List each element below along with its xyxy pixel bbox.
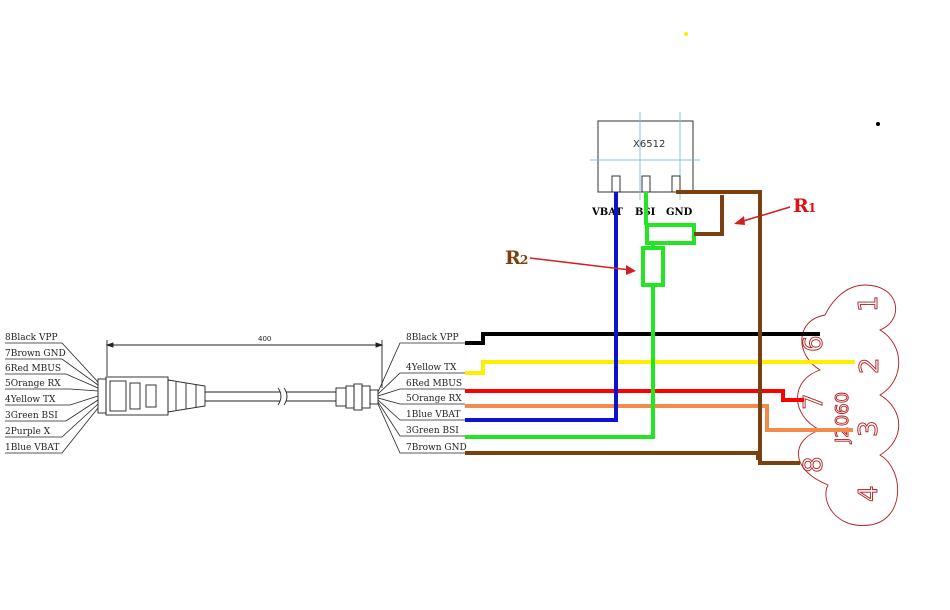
resistor-r1-subscript: 1 — [808, 201, 816, 215]
resistor-r2 — [641, 246, 665, 287]
wire-black-vpp — [465, 332, 820, 345]
connector-j2060: 1 6 2 7 3 8 4 J2060 — [797, 284, 900, 526]
right-label-5-orange-rx: 5Orange RX — [406, 394, 462, 404]
connector-part-label: J2060 — [832, 392, 853, 444]
wire-green-bsi — [465, 285, 655, 439]
chip-pin-vbat-label: VBAT — [591, 207, 623, 218]
resistor-r1-letter: R — [793, 195, 809, 217]
left-label-5-orange-rx: 5Orange RX — [5, 379, 61, 389]
left-label-3-green-bsi: 3Green BSI — [5, 411, 58, 421]
left-label-7-brown-gnd: 7Brown GND — [5, 349, 66, 359]
left-label-6-red-mbus: 6Red MBUS — [5, 364, 61, 374]
resistor-r1 — [645, 223, 696, 245]
right-label-1-blue-vbat: 1Blue VBAT — [406, 410, 460, 420]
right-label-6-red-mbus: 6Red MBUS — [406, 379, 462, 389]
left-label-1-blue-vbat: 1Blue VBAT — [5, 443, 59, 453]
connector-pin-1: 1 — [854, 295, 884, 312]
wire-yellow-tx — [465, 360, 855, 375]
right-label-7-brown-gnd: 7Brown GND — [406, 443, 467, 453]
right-label-8-black-vpp: 8Black VPP — [406, 333, 459, 343]
cable-length-dimension: 400 — [258, 335, 271, 343]
right-label-3-green-bsi: 3Green BSI — [406, 426, 459, 436]
wire-brown-r1 — [694, 195, 724, 236]
connector-pin-3: 3 — [854, 420, 884, 437]
chip-pin-gnd-label: GND — [666, 207, 693, 218]
stray-dot-yellow — [684, 32, 688, 36]
right-cable-label-group: 8Black VPP 4Yellow TX 6Red MBUS 5Orange … — [377, 333, 467, 454]
left-cable-label-group: 8Black VPP 7Brown GND 6Red MBUS 5Orange … — [5, 333, 99, 454]
wires — [465, 190, 855, 465]
chip-name: X6512 — [633, 139, 665, 150]
connector-pin-2: 2 — [855, 357, 885, 374]
wire-red-mbus — [465, 389, 804, 402]
resistor-r2-letter: R — [505, 247, 521, 269]
left-label-8-black-vpp: 8Black VPP — [5, 333, 58, 343]
connector-pin-4: 4 — [854, 485, 884, 502]
connector-pin-6: 6 — [799, 335, 829, 352]
left-label-2-purple-x: 2Purple X — [5, 427, 51, 437]
connector-pin-8: 8 — [799, 456, 829, 473]
cable-drawing — [97, 340, 384, 416]
wire-brown-gnd — [465, 451, 760, 460]
resistor-r2-annotation: R 2 — [505, 247, 636, 275]
wire-brown-gnd-chip — [676, 190, 800, 465]
left-label-4-yellow-tx: 4Yellow TX — [5, 395, 56, 405]
right-label-4-yellow-tx: 4Yellow TX — [406, 363, 457, 373]
stray-dot-black — [876, 122, 880, 126]
resistor-r2-subscript: 2 — [520, 253, 528, 267]
resistor-r1-annotation: R 1 — [734, 195, 816, 225]
connector-pin-7: 7 — [799, 393, 829, 410]
wire-blue-vbat — [465, 192, 618, 422]
